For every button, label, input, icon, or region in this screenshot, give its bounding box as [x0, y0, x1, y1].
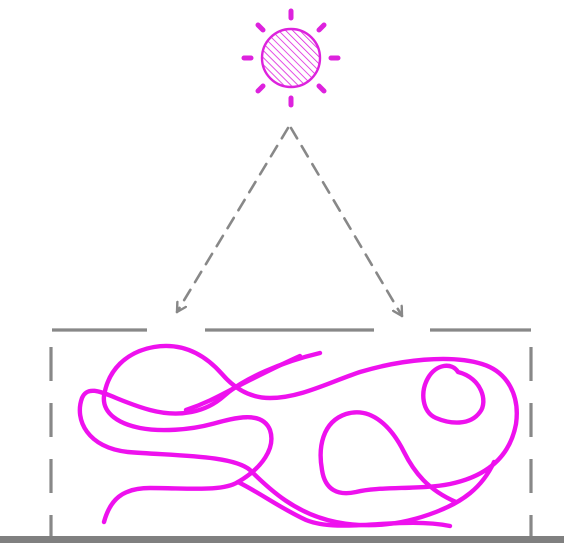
sun-disc: [262, 29, 320, 87]
sun-ray-bottom-right: [319, 86, 324, 91]
tangled-fibers-icon: [80, 346, 517, 526]
fiber-1: [80, 353, 494, 525]
sun-ray-bottom-left: [258, 86, 263, 91]
sun-ray-top-left: [258, 25, 263, 30]
sun-ray-top-right: [319, 25, 324, 30]
fiber-4: [186, 356, 300, 410]
ground-line: [0, 536, 564, 543]
light-rays: [177, 128, 402, 316]
sun-icon: [244, 11, 338, 105]
light-ray-right: [291, 128, 402, 316]
fiber-3: [423, 366, 483, 423]
fiber-2: [104, 346, 517, 522]
light-ray-left: [177, 128, 288, 312]
